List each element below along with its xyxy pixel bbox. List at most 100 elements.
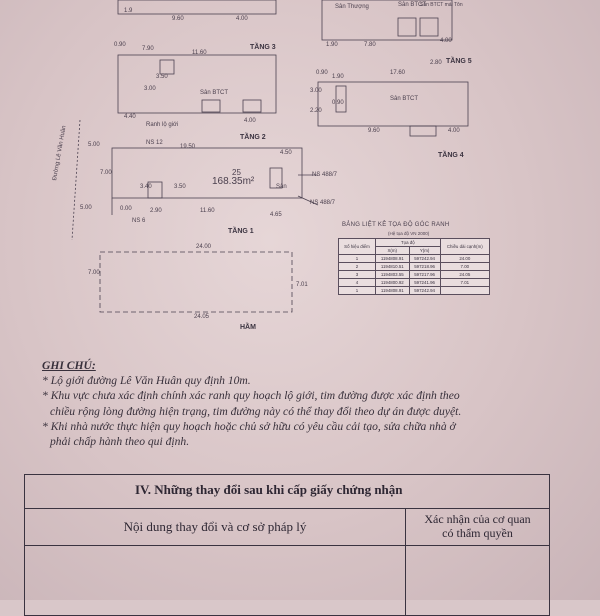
- cell: 1: [338, 286, 376, 295]
- table-row: 1 1194808.91 597242.94: [338, 286, 491, 295]
- ranh-lo-gioi-label: Ranh lộ giới: [146, 122, 179, 128]
- note-line: * Lộ giới đường Lê Văn Huân quy định 10m…: [42, 374, 251, 388]
- cell: 1194808.91: [374, 254, 410, 263]
- cell: 597217.96: [408, 270, 441, 279]
- floor3-top-outline: [117, 0, 277, 15]
- table-row: 3 1194803.55 597217.96 24.05: [338, 270, 491, 279]
- coord-table: Số hiệu điểm Tọa độ Chiều dài cạnh(m) X(…: [338, 238, 491, 295]
- floor5-room-c: Sân BTCT mái Tôn: [420, 2, 463, 8]
- dim-label: 5.00: [88, 142, 100, 148]
- floor5-box-b: [419, 17, 439, 37]
- cell: 597242.94: [408, 254, 441, 263]
- dim-label: 0.90: [114, 42, 126, 48]
- floor4-label: TẦNG 4: [438, 152, 464, 159]
- note-line: * Khi nhà nước thực hiện quy hoạch hoặc …: [42, 419, 456, 433]
- cell: 1194810.51: [374, 262, 410, 271]
- table-row: 2 1194810.51 597218.96 7.00: [338, 262, 491, 271]
- table-row: 1 1194808.91 597242.94 24.00: [338, 254, 491, 263]
- note-line: phải chấp hành theo qui định.: [50, 435, 190, 449]
- dim-label: 2.80: [430, 60, 442, 66]
- cell: 7.00: [439, 262, 491, 271]
- dim-label: 2.20: [310, 108, 322, 114]
- dim-label: 3.50: [156, 74, 168, 80]
- dim-label: 11.60: [192, 50, 207, 56]
- floor3-top-dim-left: 1.9: [124, 8, 133, 14]
- dim-label: 3.40: [140, 184, 152, 190]
- dim-label: 3.00: [144, 86, 156, 92]
- dim-label: 1.90: [332, 74, 344, 80]
- notes-heading: GHI CHÚ:: [42, 359, 96, 372]
- cell: 2: [338, 262, 376, 271]
- dim-label: 4.00: [440, 38, 452, 44]
- cell: 4: [338, 278, 376, 287]
- floor3-box-a: [159, 59, 175, 75]
- dim-label: 5.00: [80, 205, 92, 211]
- floor-plan-drawing: [71, 0, 469, 313]
- coord-header-length: Chiều dài cạnh(m): [439, 238, 491, 255]
- floor3-outline: [117, 54, 277, 114]
- floor2-outline: [111, 147, 303, 199]
- dim-label: 2.90: [150, 208, 162, 214]
- dim-label: 7.80: [364, 42, 376, 48]
- dim-label: 7.01: [296, 282, 308, 288]
- cell: 3: [338, 270, 376, 279]
- dim-label: 4.65: [270, 212, 282, 218]
- coord-header-x: X(m): [374, 246, 410, 255]
- cell: 24.05: [439, 270, 491, 279]
- dim-label: NS 6: [132, 218, 146, 224]
- table-row: 4 1194800.92 597241.96 7.01: [338, 278, 491, 287]
- floor5-room-b: Sân BTCT: [398, 2, 427, 8]
- notes-section: GHI CHÚ: * Lộ giới đường Lê Văn Huân quy…: [42, 358, 562, 449]
- floor2-box-b: [269, 167, 283, 189]
- dim-label: 0.90: [332, 100, 344, 106]
- changes-col-confirm-line1: Xác nhận của cơ quan: [424, 512, 531, 526]
- coord-header-group: Tọa độ: [374, 238, 441, 247]
- floor2-area-id: 25: [232, 168, 241, 177]
- cell: 24.00: [439, 254, 491, 263]
- dim-label: 3.00: [310, 88, 322, 94]
- cell: 597218.96: [408, 262, 441, 271]
- floor3-box-b: [201, 99, 221, 113]
- floor3-label: TẦNG 3: [250, 44, 276, 51]
- cell: 1194803.55: [374, 270, 410, 279]
- floor3-top-dim-right: 4.00: [236, 16, 248, 22]
- floor5-outline: [321, 0, 453, 41]
- dim-label: 11.60: [200, 208, 215, 214]
- changes-col-content: Nội dung thay đổi và cơ sở pháp lý: [25, 509, 406, 545]
- dim-label: 1.90: [326, 42, 338, 48]
- dim-label: 4.40: [124, 114, 136, 120]
- basement-outline: [99, 251, 293, 313]
- dim-label: 9.60: [368, 128, 380, 134]
- coord-table-subtitle: (Hệ tọa độ VN 2000): [388, 231, 430, 236]
- dim-label: 4.00: [448, 128, 460, 134]
- dim-label: NS 12: [146, 140, 163, 146]
- cell: 1194808.91: [374, 286, 410, 295]
- floor2-area: 168.35m²: [212, 176, 255, 187]
- cell: 1: [338, 254, 376, 263]
- dim-label: 0.00: [120, 206, 132, 212]
- floor3-top-dim-mid: 9.60: [172, 16, 184, 22]
- dim-label: 0.90: [316, 70, 328, 76]
- floor5-label: TẦNG 5: [446, 58, 472, 65]
- dim-label: NS 488/7: [312, 172, 338, 178]
- changes-table: IV. Những thay đổi sau khi cấp giấy chứn…: [24, 474, 550, 616]
- changes-body-content: [25, 546, 406, 616]
- floor4-side: [335, 85, 347, 113]
- coord-header-y: Y(m): [408, 246, 441, 255]
- dim-label: 7.90: [142, 46, 154, 52]
- note-line: * Khu vực chưa xác định chính xác ranh q…: [42, 389, 460, 403]
- floor1-label: TẦNG 1: [228, 228, 254, 235]
- floor5-room-a: Sân Thượng: [335, 4, 369, 10]
- dim-label: 7.00: [100, 170, 112, 176]
- coord-header-point: Số hiệu điểm: [338, 238, 376, 255]
- dim-label: 3.50: [174, 184, 186, 190]
- dim-label: 24.00: [196, 244, 212, 250]
- coord-table-title: BẢNG LIỆT KÊ TỌA ĐỘ GÓC RANH: [342, 222, 450, 228]
- changes-col-confirm-line2: có thẩm quyền: [442, 526, 513, 540]
- cell: 597242.94: [408, 286, 441, 295]
- dim-label: 4.00: [244, 118, 256, 124]
- dim-label: 4.50: [280, 150, 292, 156]
- cell: 597241.96: [408, 278, 441, 287]
- basement-label: HẦM: [240, 324, 256, 331]
- floor4-room: Sân BTCT: [390, 96, 419, 102]
